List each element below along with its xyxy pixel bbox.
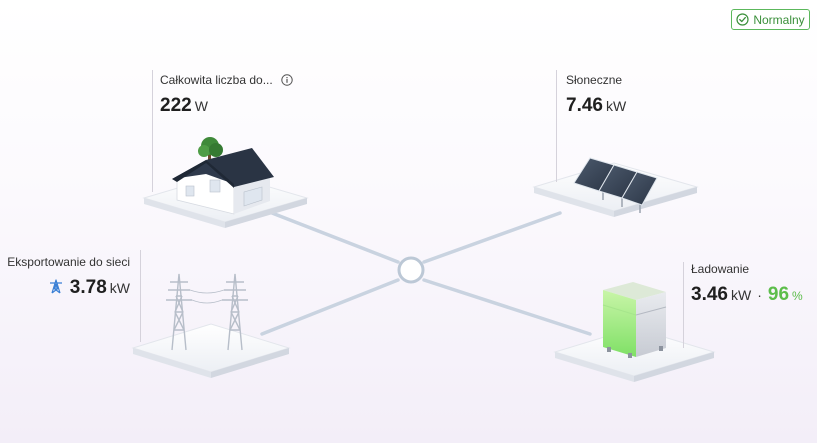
flow-line-battery [422,278,592,336]
flow-lines [260,211,592,336]
flow-line-solar [422,211,562,264]
status-label: Normalny [753,12,805,27]
battery-separator: · [757,287,762,303]
battery-unit: kW [730,287,752,303]
flow-hub [397,256,425,284]
battery-label-line [683,262,684,348]
status-badge[interactable]: Normalny [731,9,810,30]
transmission-tower-icon [49,279,63,297]
solar-panels-illustration [573,157,658,213]
solar-production-card[interactable]: Słoneczne 7.46 kW [566,73,626,117]
grid-caption: Eksportowanie do sieci [7,255,130,269]
transmission-towers-illustration [166,273,248,351]
info-icon[interactable] [281,74,293,86]
solar-caption: Słoneczne [566,73,623,87]
home-value: 222 [160,95,192,116]
flow-line-home [270,211,400,264]
home-consumption-card[interactable]: Całkowita liczba do... 222 W [160,73,293,117]
battery-value: 3.46 [691,284,728,305]
solar-unit: kW [605,98,627,114]
solar-value: 7.46 [566,95,603,116]
battery-charging-card[interactable]: Ładowanie 3.46 kW · 96 % [691,262,803,306]
battery-illustration [602,282,667,358]
check-circle-icon [736,13,749,26]
house-illustration [172,137,274,215]
grid-unit: kW [109,280,130,296]
grid-export-card[interactable]: Eksportowanie do sieci 3.78 kW [7,255,130,299]
battery-caption: Ładowanie [691,262,750,276]
grid-platform [131,323,291,378]
battery-soc-value: 96 [767,284,790,305]
home-label-line [152,70,153,192]
grid-label-line [140,250,141,342]
battery-soc-unit: % [792,289,803,303]
solar-label-line [556,70,557,182]
grid-value: 3.78 [69,277,107,298]
flow-line-grid [260,278,400,336]
home-unit: W [194,98,208,114]
home-caption: Całkowita liczba do... [160,73,273,87]
